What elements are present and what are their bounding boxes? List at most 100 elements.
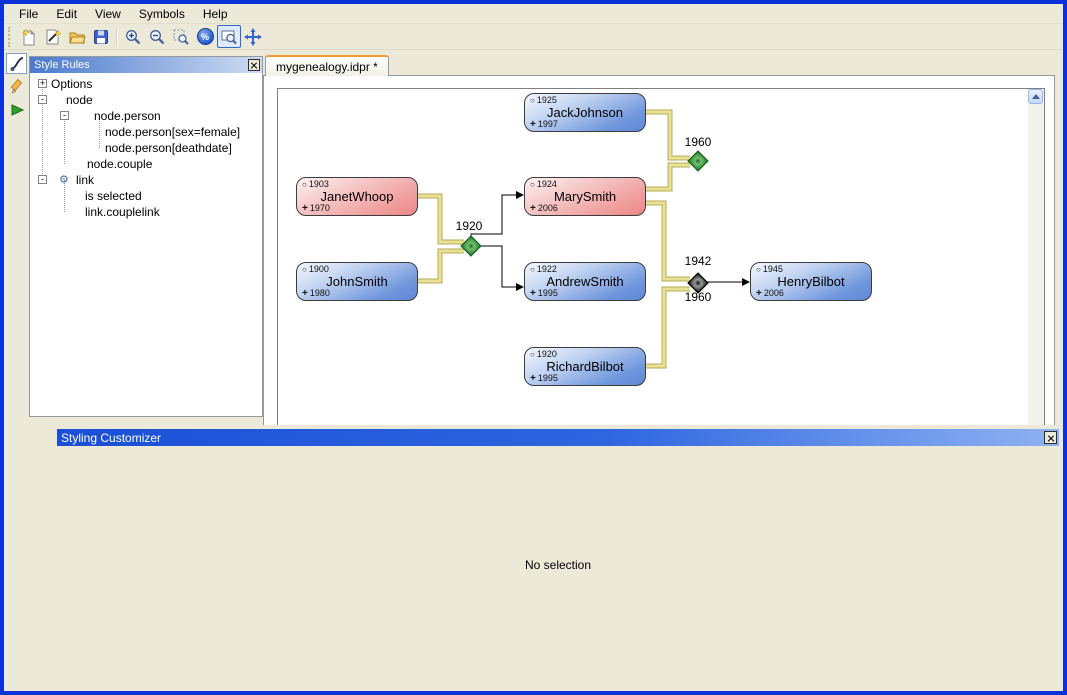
birth-value: 1922: [536, 264, 557, 274]
save-icon: [94, 29, 108, 44]
side-toolbar: [4, 51, 29, 691]
tree-label: node.person[sex=female]: [105, 125, 241, 139]
tree-label: link: [76, 173, 95, 187]
tree-item-node-person[interactable]: - node.person: [30, 108, 262, 124]
person-node-henrybilbot[interactable]: ○1945 HenryBilbot +2006: [750, 262, 872, 301]
tree-item-is-selected[interactable]: is selected: [30, 188, 262, 204]
zoom-in-button[interactable]: [121, 25, 145, 48]
couple-year-label: 1942: [684, 254, 712, 268]
death-icon: +: [530, 288, 536, 299]
couple-node-1920[interactable]: [460, 235, 482, 257]
styling-customizer-close-button[interactable]: [1044, 431, 1057, 444]
tree-label: node.person: [94, 109, 161, 123]
death-value: 1997: [537, 119, 558, 129]
birth-value: 1920: [536, 349, 557, 359]
run-button[interactable]: [6, 99, 27, 120]
style-rules-close-button[interactable]: [248, 59, 260, 71]
main-toolbar: %: [4, 24, 1063, 50]
couple-link[interactable]: [418, 110, 690, 368]
birth-year: ○1922: [530, 264, 557, 274]
birth-value: 1924: [536, 179, 557, 189]
pencil-icon: [10, 78, 22, 94]
couple-node-1942-1960[interactable]: [687, 272, 709, 294]
expand-icon[interactable]: +: [38, 78, 47, 88]
close-icon: [251, 62, 257, 68]
menu-help[interactable]: Help: [202, 6, 228, 21]
toolbar-grip[interactable]: [8, 26, 13, 47]
tree-item-node-person-sex-female[interactable]: node.person[sex=female]: [30, 124, 262, 140]
gear-icon: ⚙: [59, 174, 69, 186]
tree-item-node[interactable]: - node: [30, 92, 262, 108]
person-node-johnsmith[interactable]: ○1900 JohnSmith +1980: [296, 262, 418, 301]
death-value: 2006: [537, 203, 558, 213]
person-name: MarySmith: [553, 189, 617, 204]
tree-item-link[interactable]: - ⚙ link: [30, 172, 262, 188]
diagram-links-layer: [418, 109, 750, 369]
zoom-in-icon: [126, 29, 141, 44]
birth-icon: ○: [302, 180, 307, 189]
menu-symbols[interactable]: Symbols: [138, 6, 185, 21]
tree-item-link-couplelink[interactable]: link.couplelink: [30, 204, 262, 220]
person-node-jackjohnson[interactable]: ○1925 JackJohnson +1997: [524, 93, 646, 132]
style-rules-header[interactable]: Style Rules: [30, 57, 262, 73]
menu-file[interactable]: File: [19, 6, 39, 21]
menu-view[interactable]: View: [95, 6, 121, 21]
menu-bar: File Edit View Symbols Help: [4, 4, 1063, 24]
death-year: +1995: [530, 288, 558, 299]
open-folder-icon: [69, 32, 86, 43]
tab-mygenealogy[interactable]: mygenealogy.idpr *: [265, 55, 389, 76]
person-node-richardbilbot[interactable]: ○1920 RichardBilbot +1995: [524, 347, 646, 386]
tree-item-options[interactable]: + Options: [30, 76, 262, 92]
couple-link-outline: [418, 109, 690, 369]
couple-node-1960[interactable]: [687, 150, 709, 172]
open-button[interactable]: [65, 25, 89, 48]
marquee-zoom-button[interactable]: [169, 25, 193, 48]
scroll-up-button[interactable]: [1028, 89, 1043, 104]
birth-icon: ○: [530, 265, 535, 274]
apply-style-button[interactable]: [41, 25, 65, 48]
person-node-janetwhoop[interactable]: ○1903 JanetWhoop +1970: [296, 177, 418, 216]
overview-icon: [221, 30, 237, 44]
apply-style-icon: [46, 28, 62, 44]
birth-year: ○1925: [530, 95, 557, 105]
birth-value: 1903: [308, 179, 329, 189]
edit-pencil-button[interactable]: [6, 76, 27, 97]
run-icon: [11, 103, 24, 116]
collapse-icon[interactable]: -: [38, 95, 47, 104]
zoom-percent-button[interactable]: %: [193, 25, 217, 48]
pan-button[interactable]: [241, 25, 265, 48]
styling-customizer-header[interactable]: Styling Customizer: [57, 429, 1059, 446]
tree-label: node: [66, 93, 93, 107]
person-node-andrewsmith[interactable]: ○1922 AndrewSmith +1995: [524, 262, 646, 301]
new-document-button[interactable]: [17, 25, 41, 48]
styling-customizer-body: No selection: [57, 446, 1059, 687]
person-name: JackJohnson: [547, 105, 623, 120]
collapse-icon[interactable]: -: [60, 111, 69, 120]
birth-value: 1925: [536, 95, 557, 105]
style-brush-button[interactable]: [6, 53, 27, 74]
tree-guide: [64, 180, 65, 212]
menu-edit[interactable]: Edit: [56, 6, 78, 21]
tree-guide: [42, 84, 43, 180]
collapse-icon[interactable]: -: [38, 175, 47, 184]
child-link[interactable]: [470, 194, 742, 288]
styling-customizer-panel: Styling Customizer No selection: [54, 425, 1063, 691]
save-button[interactable]: [89, 25, 113, 48]
tree-label: Options: [51, 77, 93, 91]
tree-label: node.person[deathdate]: [105, 141, 232, 155]
tree-guide: [99, 116, 100, 148]
zoom-percent-icon: %: [196, 28, 214, 45]
death-year: +1995: [530, 373, 558, 384]
birth-icon: ○: [530, 350, 535, 359]
person-node-marysmith[interactable]: ○1924 MarySmith +2006: [524, 177, 646, 216]
birth-icon: ○: [530, 96, 535, 105]
new-document-icon: [21, 27, 36, 45]
person-name: RichardBilbot: [546, 359, 624, 374]
zoom-out-button[interactable]: [145, 25, 169, 48]
style-rules-title: Style Rules: [34, 59, 90, 71]
tree-item-node-person-deathdate[interactable]: node.person[deathdate]: [30, 140, 262, 156]
person-name: JohnSmith: [326, 274, 388, 289]
overview-button[interactable]: [217, 25, 241, 48]
toolbar-separator: [116, 27, 118, 46]
tree-item-node-couple[interactable]: node.couple: [30, 156, 262, 172]
